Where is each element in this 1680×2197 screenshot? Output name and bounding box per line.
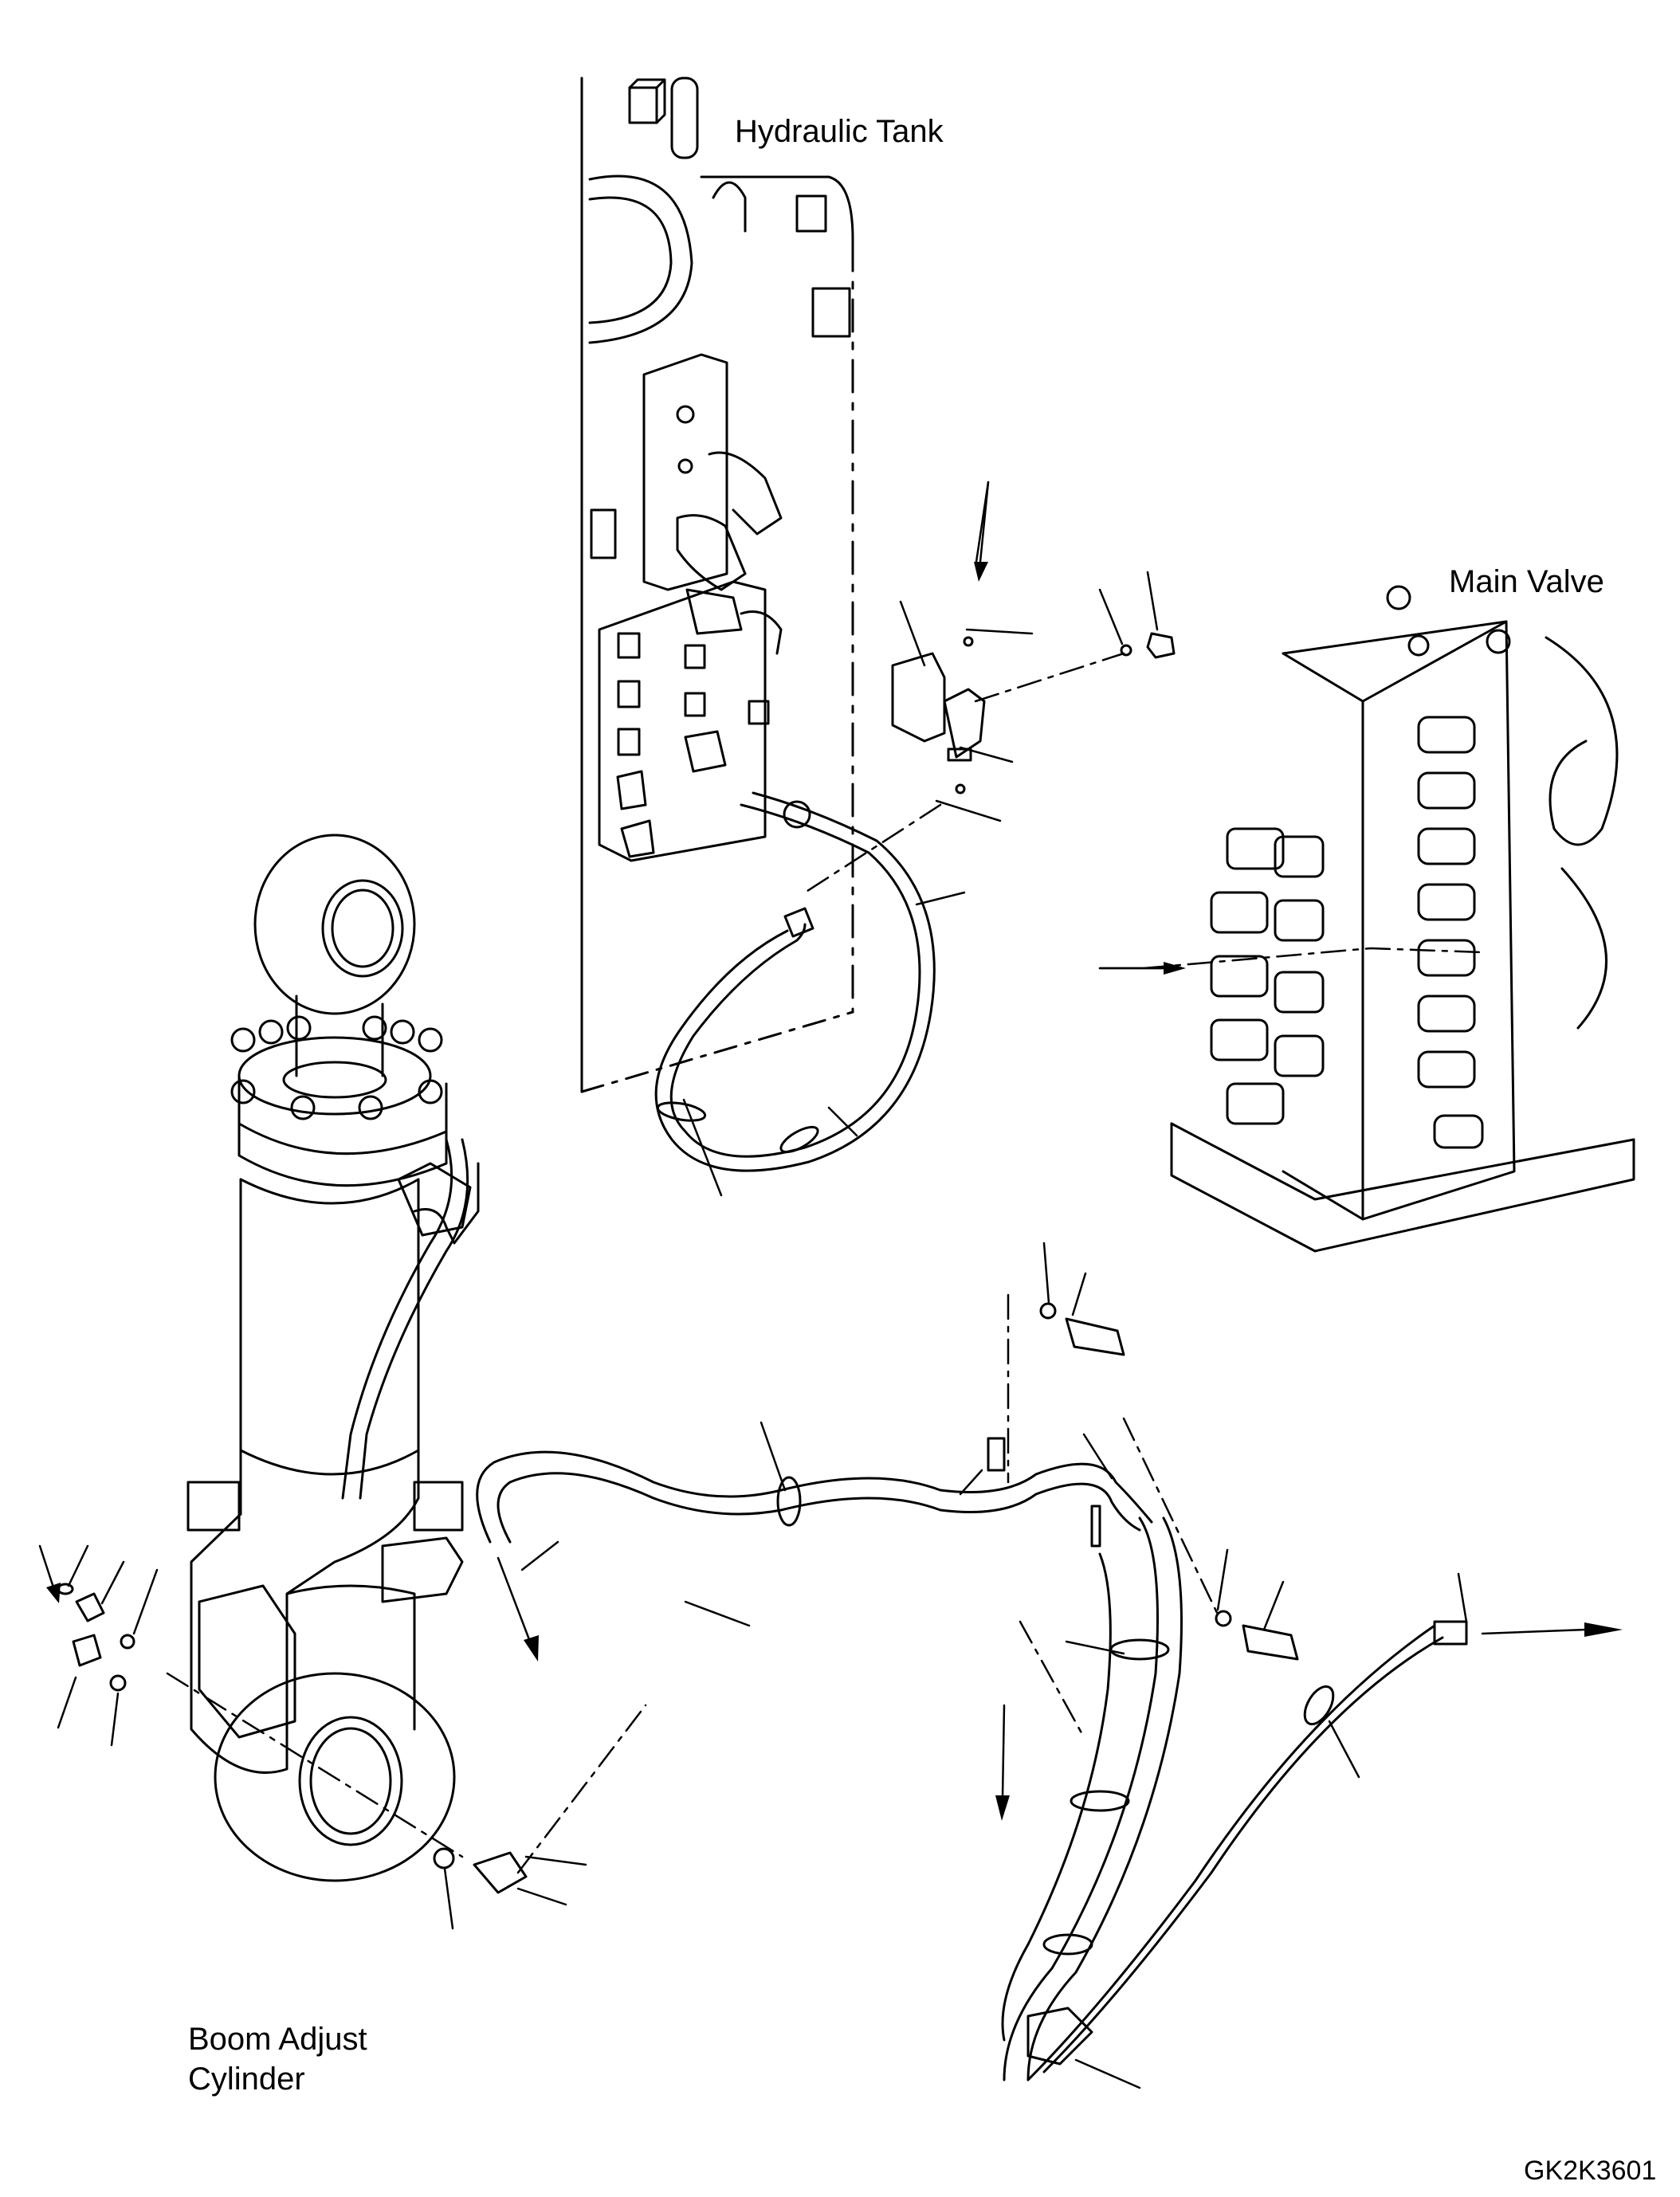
arrow-heads [46, 562, 1623, 1821]
drawing-code: GK2K3601 [1524, 2156, 1657, 2186]
tank-return-hose [654, 791, 936, 1172]
hydraulic-tank-label: Hydraulic Tank [735, 114, 944, 149]
main-valve-label: Main Valve [1449, 564, 1604, 599]
leader-lines [57, 481, 1468, 2089]
boom-pipes [476, 1437, 1468, 2081]
cylinder-label: Cylinder [188, 2062, 305, 2097]
hydraulic-tank [580, 77, 854, 1093]
tee-bracket [891, 652, 986, 794]
fittings [57, 632, 1299, 1894]
main-valve [1170, 585, 1635, 1253]
dashed-connectors [166, 652, 1484, 1874]
boom-adjust-cylinder [186, 834, 480, 1882]
flow-arrows [38, 481, 1588, 1799]
boom-adjust-label: Boom Adjust [188, 2022, 367, 2057]
